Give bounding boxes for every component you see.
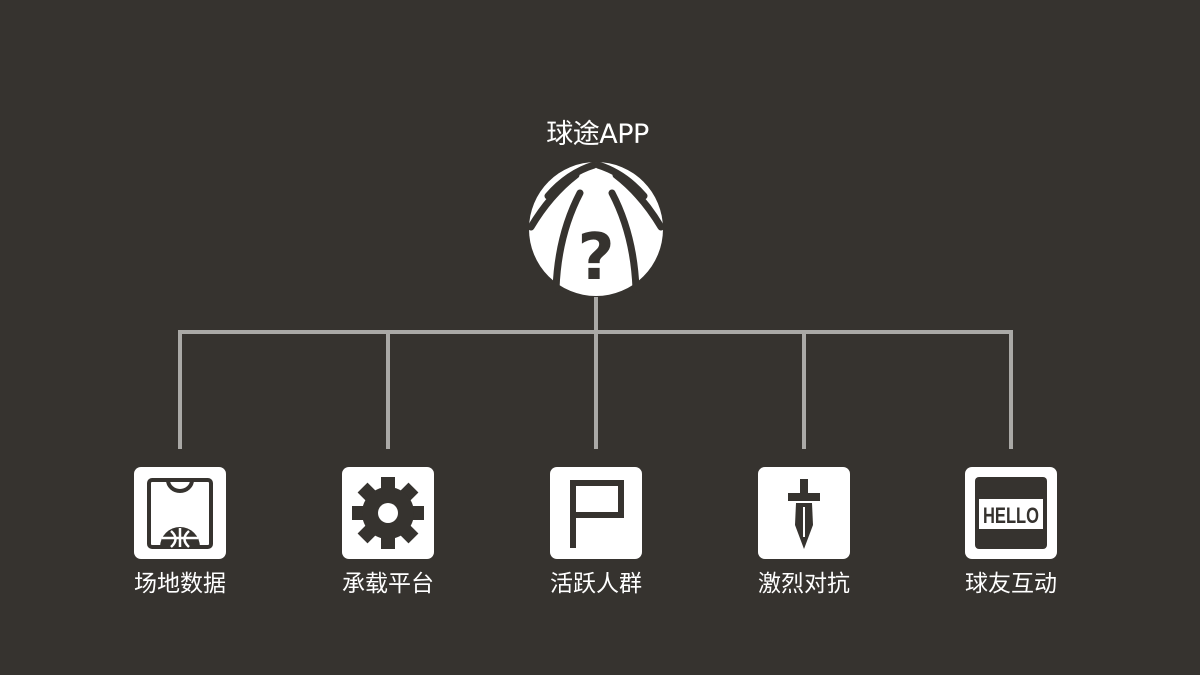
node-label: 活跃人群 — [550, 571, 642, 597]
hello-icon-text: HELLO — [983, 503, 1039, 528]
hello-icon: HELLO — [965, 467, 1057, 559]
node-fierce-confrontation: 激烈对抗 — [714, 467, 894, 607]
gear-icon — [342, 467, 434, 559]
node-platform: 承载平台 — [298, 467, 478, 607]
node-label: 承载平台 — [342, 571, 434, 597]
node-active-crowd: 活跃人群 — [506, 467, 686, 607]
court-icon — [134, 467, 226, 559]
root-title: 球途APP — [546, 119, 649, 150]
svg-text:?: ? — [577, 221, 614, 295]
node-label: 球友互动 — [965, 571, 1057, 597]
sword-icon — [758, 467, 850, 559]
basketball-question-icon: ? — [527, 161, 665, 297]
node-court-data: 场地数据 — [90, 467, 270, 607]
flag-icon — [550, 467, 642, 559]
node-label: 激烈对抗 — [758, 571, 850, 597]
node-friend-interaction: HELLO 球友互动 — [921, 467, 1101, 607]
node-label: 场地数据 — [134, 571, 226, 597]
